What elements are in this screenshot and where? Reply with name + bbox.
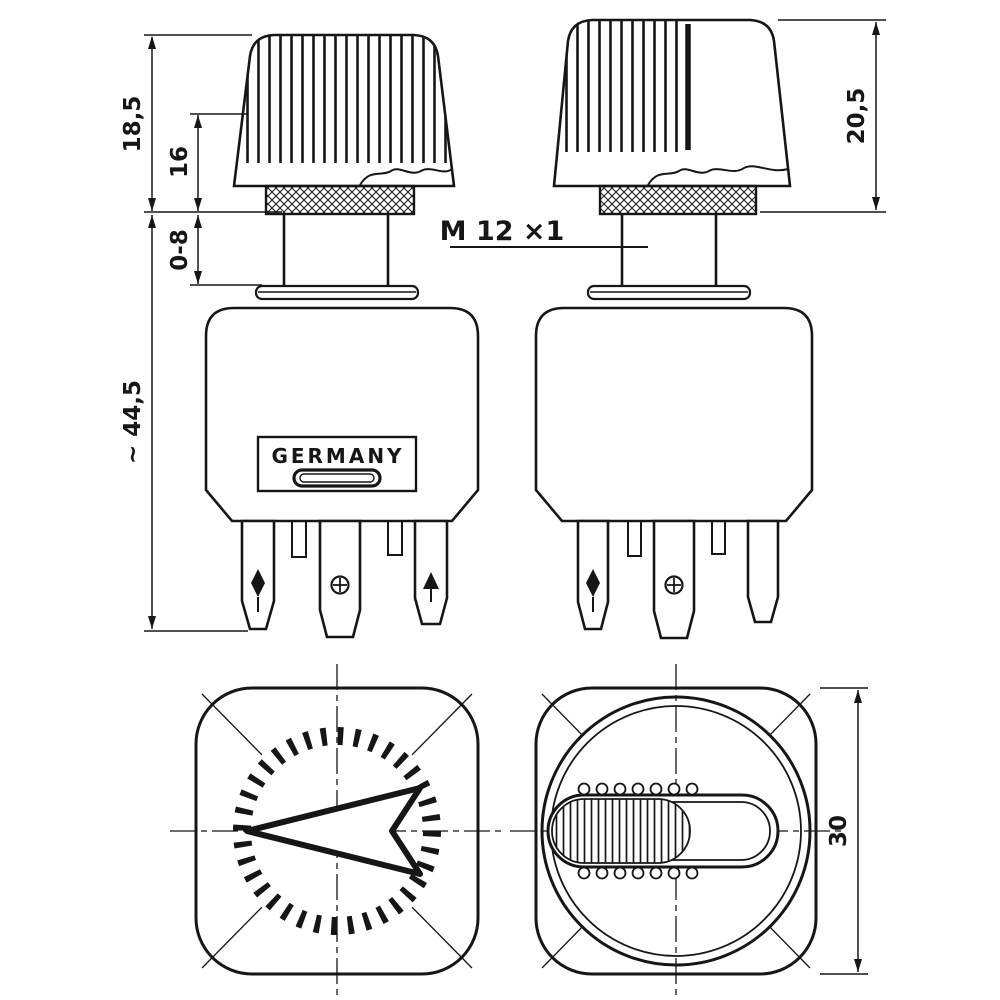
side-view — [534, 18, 814, 640]
contact-circle — [631, 866, 645, 880]
contact-circle — [613, 782, 627, 796]
dim-overall-height: ~ 44,5 — [120, 380, 146, 464]
pin-diamond-symbol — [586, 569, 600, 597]
contact-circle — [667, 866, 681, 880]
knob-break-line — [647, 165, 789, 186]
dim-knob-height: 18,5 — [120, 96, 146, 153]
bottom-view-dial — [170, 664, 504, 998]
germany-label: GERMANY — [271, 444, 404, 468]
contact-circle — [595, 782, 609, 796]
rear-pin-stub — [387, 520, 403, 556]
knob-ribs — [236, 35, 452, 163]
contact-circle — [667, 782, 681, 796]
contact-circles-top — [577, 782, 699, 796]
contact-circle — [649, 866, 663, 880]
contact-circle — [685, 782, 699, 796]
plate-slot-inner — [299, 473, 375, 483]
rear-pin-stub — [627, 520, 642, 557]
knurled-nut — [264, 184, 416, 216]
direction-arrow — [244, 785, 423, 877]
contact-circle — [631, 782, 645, 796]
contact-circle — [577, 782, 591, 796]
contact-circle — [577, 866, 591, 880]
rear-pin-stub — [291, 520, 307, 558]
dim-grip-height: 16 — [167, 146, 193, 178]
pin-diamond-symbol — [251, 569, 265, 597]
dim-panel-range: 0-8 — [167, 229, 193, 271]
contact-circle — [595, 866, 609, 880]
dimension-base-width — [820, 687, 868, 975]
germany-plate — [256, 435, 418, 493]
knob-ribs — [560, 20, 686, 152]
dimension-lines — [144, 19, 886, 632]
knurled-nut — [598, 184, 758, 216]
contact-circle — [649, 782, 663, 796]
contact-circles-bottom — [577, 866, 699, 880]
pin-circle-symbol — [664, 575, 684, 595]
pin-circle-symbol — [330, 575, 350, 595]
plate-slot-outer — [292, 468, 382, 488]
contact-circle — [613, 866, 627, 880]
terminal-pin — [746, 519, 780, 624]
contact-circle — [685, 866, 699, 880]
bottom-view-connector — [510, 664, 846, 998]
thread-spec-label: M 12 ×1 — [440, 216, 565, 247]
front-view: GERMANY — [204, 33, 480, 639]
knob-break-line — [359, 168, 453, 186]
switch-body — [534, 306, 814, 523]
dim-knob-height-side: 20,5 — [844, 88, 870, 145]
contact-band-ribs — [552, 799, 690, 863]
dim-base-width: 30 — [826, 815, 852, 847]
pin-arrow-symbol — [423, 572, 439, 589]
rear-pin-stub — [711, 520, 726, 555]
